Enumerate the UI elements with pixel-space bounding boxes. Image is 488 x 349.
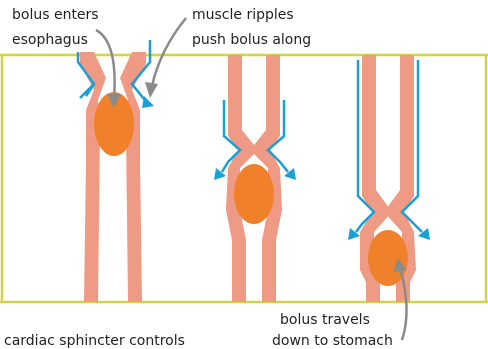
label-bolus-enters-line2: esophagus <box>12 32 88 48</box>
esophagus-stage-2 <box>214 55 296 302</box>
label-muscle-ripples-line1: muscle ripples <box>192 7 294 23</box>
contraction-arrowhead <box>142 96 154 108</box>
label-cardiac-sphincter: cardiac sphincter controls <box>4 333 185 349</box>
bolus <box>234 164 274 224</box>
esophagus-stage-1 <box>78 40 154 302</box>
label-muscle-ripples-line2: push bolus along <box>192 32 311 48</box>
label-bolus-travels-line2: down to stomach <box>272 333 393 349</box>
esophagus-wall-right <box>120 52 146 302</box>
esophagus-wall-left <box>80 52 106 302</box>
esophagus-stage-3 <box>348 55 430 302</box>
label-bolus-enters-line1: bolus enters <box>12 7 99 23</box>
label-bolus-travels-line1: bolus travels <box>280 312 370 328</box>
